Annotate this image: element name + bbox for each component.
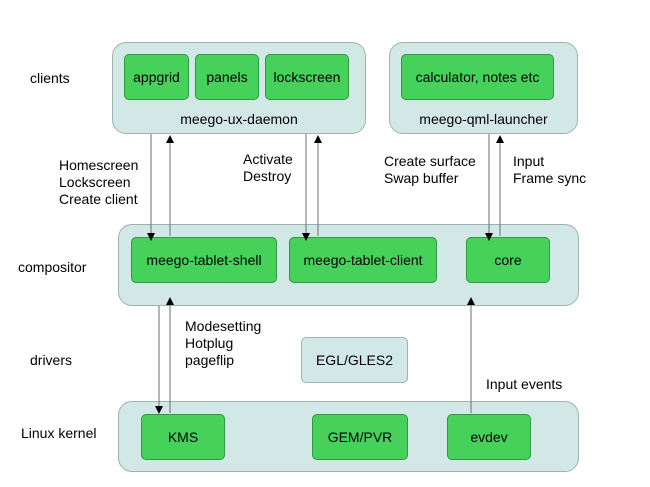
shell-calls-annotation: Homescreen Lockscreen Create client [59,157,138,208]
annotation-line: Activate [243,151,293,167]
egl-gles2-box: EGL/GLES2 [301,337,408,383]
qml-launcher-label: meego-qml-launcher [419,111,548,127]
annotation-line: Create surface [384,153,476,169]
kms-box: KMS [141,414,225,460]
qml-launcher-group: calculator, notes etc meego-qml-launcher [389,42,578,134]
layer-label-kernel: Linux kernel [21,425,97,441]
annotation-line: Destroy [243,168,292,184]
annotation-line: Modesetting [185,318,262,334]
compositor-group: meego-tablet-shell meego-tablet-client c… [118,224,579,306]
annotation-line: Input events [486,376,563,392]
annotation-line: Homescreen [59,157,139,173]
evdev-box: evdev [447,414,531,460]
ux-daemon-label: meego-ux-daemon [180,111,298,127]
panels-box: panels [195,54,259,100]
annotation-line: Lockscreen [59,174,131,190]
surface-calls-annotation: Create surface Swap buffer [384,153,476,187]
egl-gles2-label: EGL/GLES2 [315,352,394,368]
annotation-line: Create client [59,191,138,207]
calculator-notes-box: calculator, notes etc [401,54,554,100]
gem-pvr-box: GEM/PVR [312,414,408,460]
annotation-line: Frame sync [513,170,587,186]
input-events-annotation: Input events [486,376,562,393]
layer-label-compositor: compositor [18,259,87,275]
annotation-line: Swap buffer [384,170,459,186]
annotation-line: Hotplug [185,335,234,351]
kms-calls-annotation: Modesetting Hotplug pageflip [185,318,261,369]
input-calls-annotation: Input Frame sync [513,153,586,187]
ux-daemon-group: appgrid panels lockscreen meego-ux-daemo… [112,42,366,134]
lockscreen-box: lockscreen [265,54,349,100]
layer-label-clients: clients [30,70,70,86]
layer-label-drivers: drivers [30,352,73,368]
core-box: core [466,237,550,283]
annotation-line: pageflip [185,352,235,368]
meego-tablet-shell-box: meego-tablet-shell [131,237,277,283]
appgrid-box: appgrid [124,54,189,100]
client-calls-annotation: Activate Destroy [243,151,293,185]
meego-tablet-client-box: meego-tablet-client [289,237,437,283]
kernel-group: KMS GEM/PVR evdev [118,401,579,472]
annotation-line: Input [513,153,545,169]
